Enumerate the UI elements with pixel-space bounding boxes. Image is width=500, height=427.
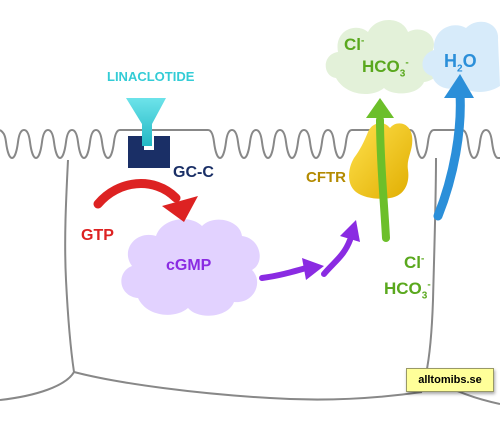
cgmp-arrow-1-head bbox=[302, 258, 324, 280]
gtp-label: GTP bbox=[81, 227, 114, 244]
gtp-arrow-head bbox=[162, 196, 198, 222]
chloride-bicarbonate-arrow bbox=[376, 116, 390, 242]
bicarbonate-subscript: 3 bbox=[421, 290, 428, 302]
water-arrow bbox=[433, 89, 465, 221]
chloride-label-lumen: Cl- bbox=[344, 36, 364, 53]
water-subscript: 2 bbox=[457, 63, 463, 75]
water-h: H bbox=[444, 51, 457, 71]
cgmp-arrow-1 bbox=[259, 265, 309, 281]
cell-base bbox=[73, 371, 423, 401]
bicarbonate-label-cell: HCO3- bbox=[384, 280, 431, 301]
gcc-receptor bbox=[128, 136, 170, 168]
cgmp-arrow-2-head bbox=[340, 220, 360, 242]
cell-wall-left bbox=[0, 159, 76, 401]
linaclotide-molecule bbox=[126, 98, 166, 146]
chloride-symbol: Cl bbox=[404, 253, 421, 272]
chloride-symbol: Cl bbox=[344, 35, 361, 54]
cftr-label: CFTR bbox=[306, 169, 346, 186]
cgmp-cloud bbox=[121, 219, 260, 316]
water-label: H2O bbox=[444, 52, 477, 75]
cell-wall-right bbox=[425, 157, 437, 375]
ion-cloud-blue bbox=[422, 21, 500, 92]
bicarbonate-prefix: HCO bbox=[362, 57, 400, 76]
bicarbonate-charge: - bbox=[427, 279, 431, 291]
bicarbonate-subscript: 3 bbox=[399, 68, 406, 80]
chloride-label-cell: Cl- bbox=[404, 254, 424, 271]
cgmp-label: cGMP bbox=[166, 257, 212, 274]
water-o: O bbox=[462, 51, 477, 71]
chloride-charge: - bbox=[361, 35, 365, 47]
linaclotide-label: LINACLOTIDE bbox=[107, 69, 195, 84]
bicarbonate-prefix: HCO bbox=[384, 279, 422, 298]
cgmp-arrow-2 bbox=[321, 237, 353, 277]
cell-membrane bbox=[0, 128, 500, 160]
chloride-bicarbonate-arrow-head bbox=[366, 98, 394, 118]
bicarbonate-charge: - bbox=[405, 57, 409, 69]
watermark-label: alltomibs.se bbox=[406, 368, 494, 392]
gtp-arrow bbox=[93, 179, 181, 209]
water-arrow-head bbox=[444, 74, 474, 98]
gcc-label: GC-C bbox=[173, 164, 214, 181]
chloride-charge: - bbox=[421, 253, 425, 265]
bicarbonate-label-lumen: HCO3- bbox=[362, 58, 409, 79]
ion-cloud-green bbox=[325, 20, 441, 94]
